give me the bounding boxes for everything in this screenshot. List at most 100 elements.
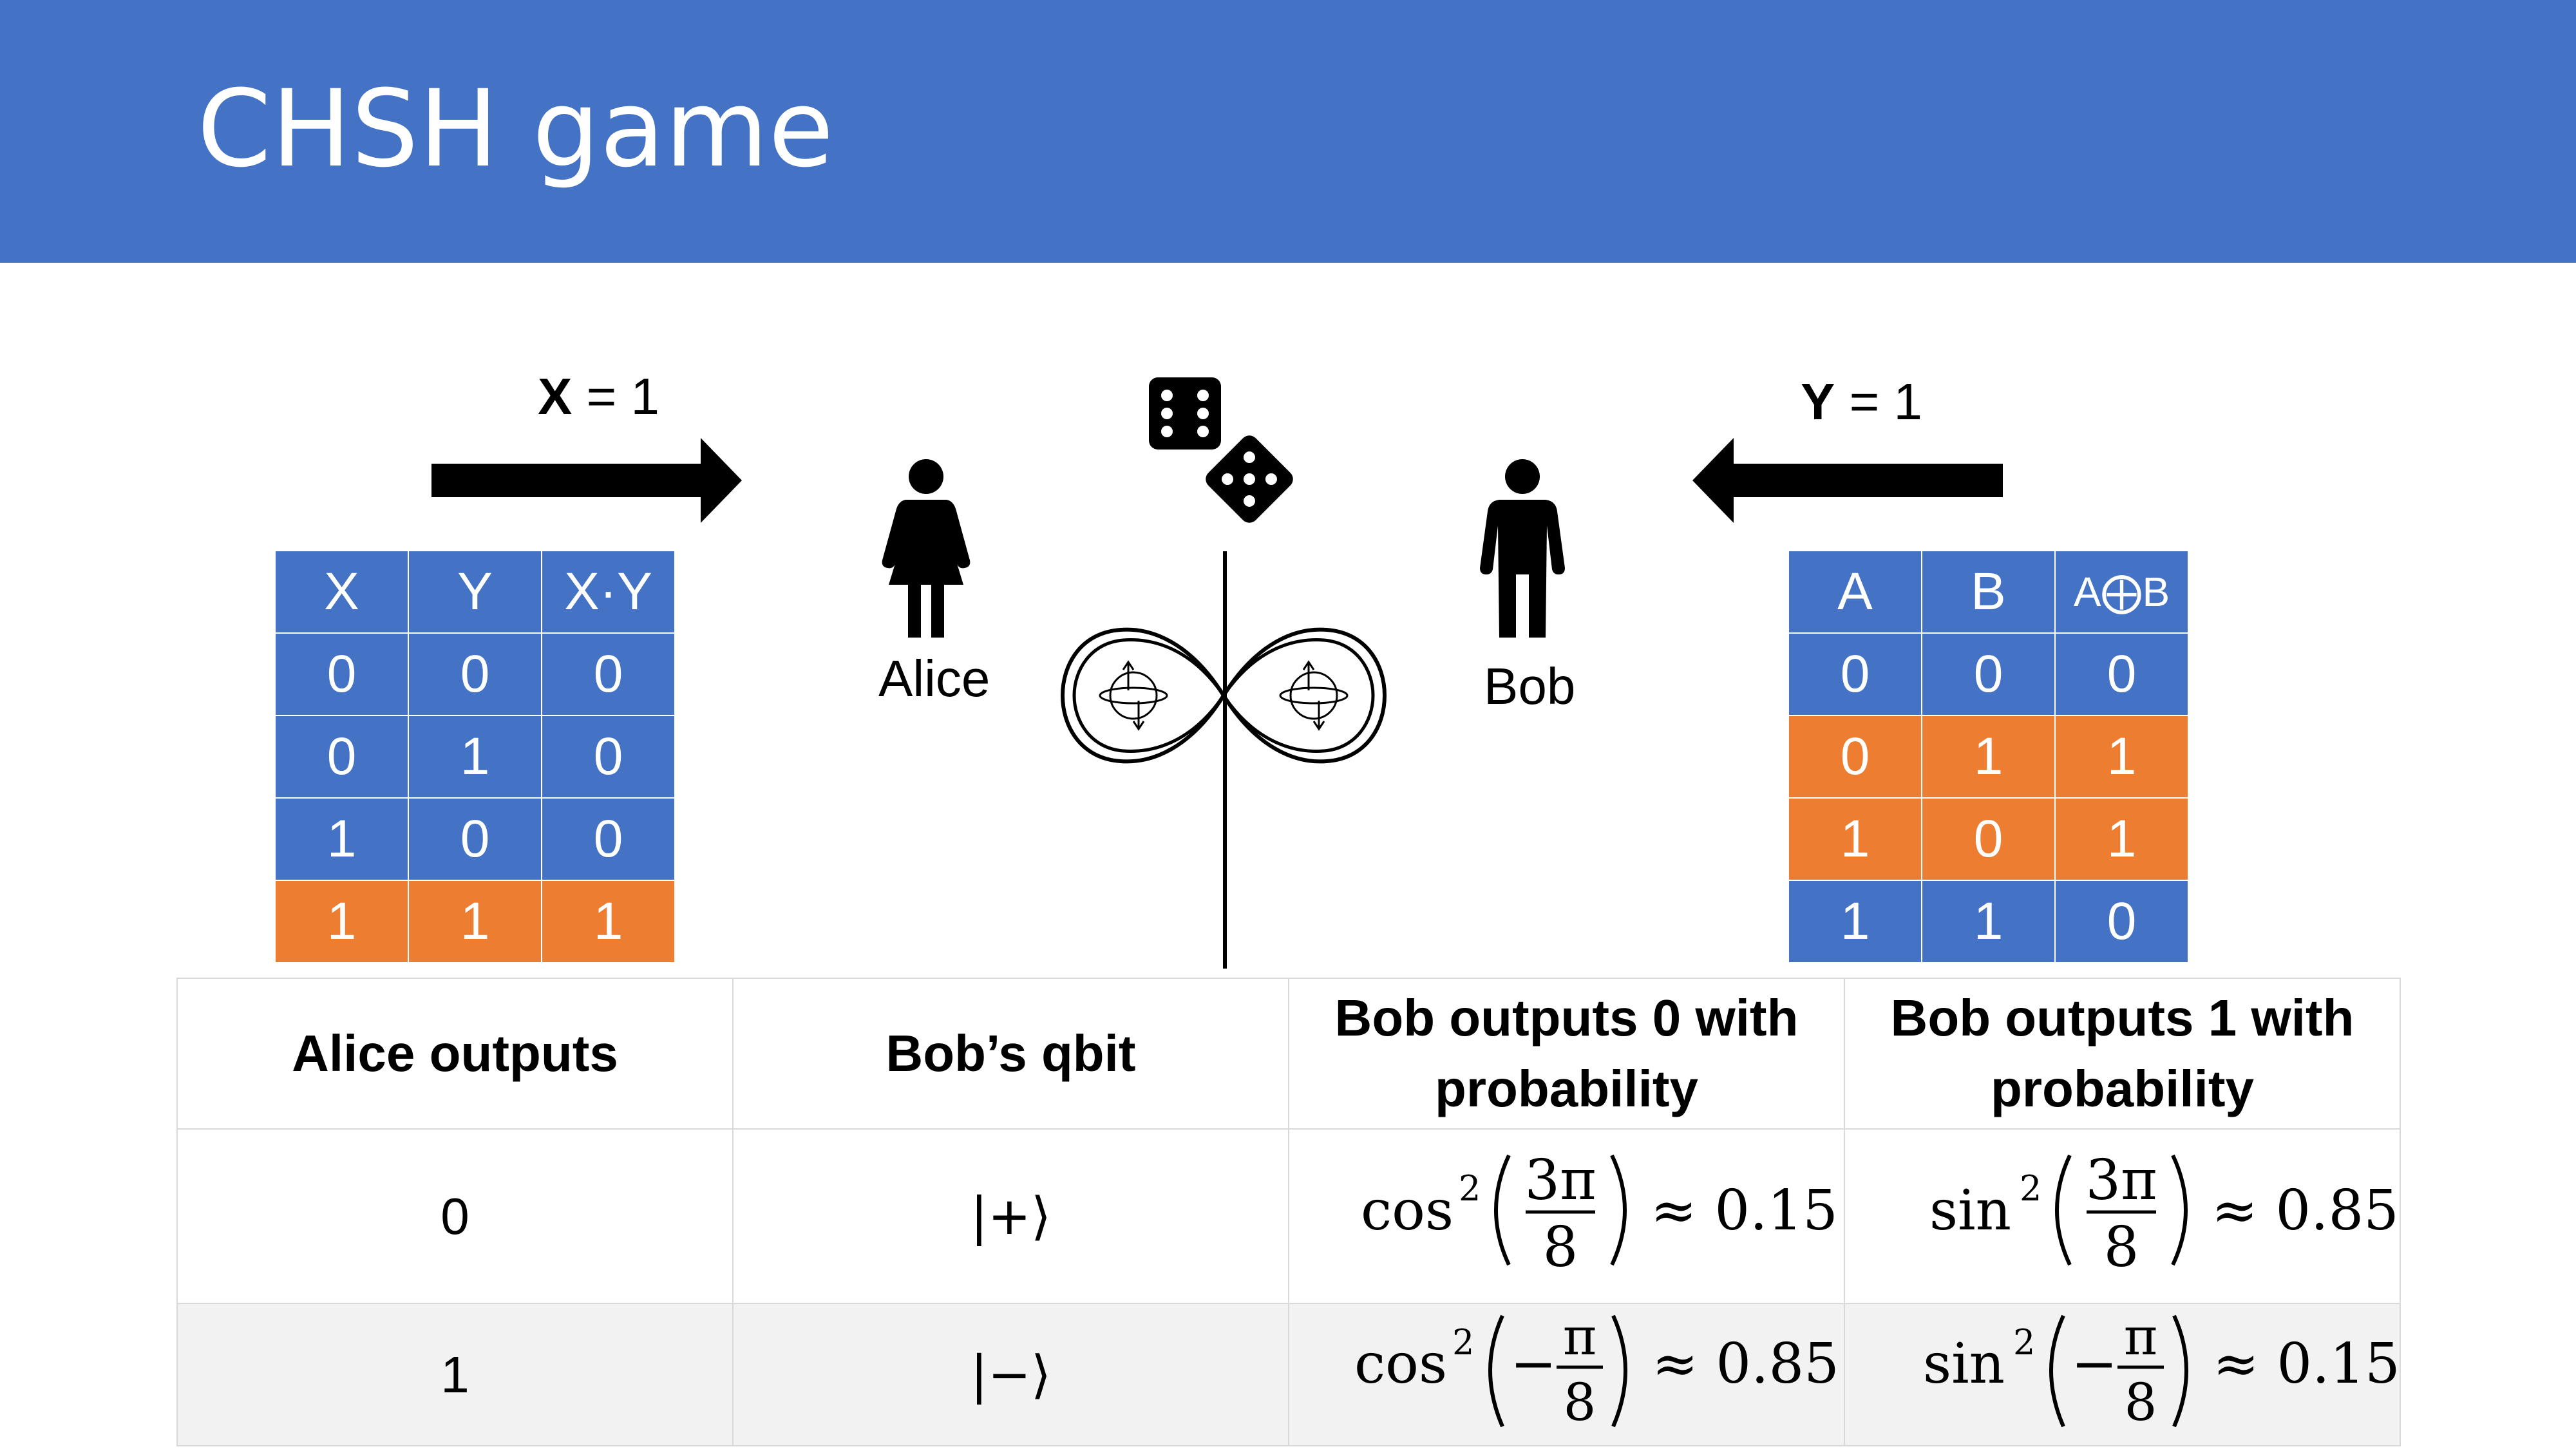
table-row-highlighted: 0 1 1 (1788, 715, 2189, 799)
formula-cos-neg-pi-8: cos 2 − π 8 ≈ 0.85 (1354, 1307, 1839, 1432)
svg-text:≈ 0.85: ≈ 0.85 (2211, 1179, 2399, 1243)
bob-label: Bob (1484, 658, 1576, 715)
qbit-state-cell: |−⟩ (732, 1303, 1289, 1446)
formula-sin-3pi-8: sin 2 3π 8 ≈ 0.85 (1929, 1148, 2399, 1280)
header-bobs-qbit: Bob’s qbit (732, 978, 1289, 1130)
table-row: 0 0 0 (274, 632, 676, 716)
alice-output-cell: 0 (176, 1128, 734, 1304)
slide-title: CHSH game (197, 67, 834, 191)
table-cell: 1 (1921, 715, 2056, 799)
probability-1-cell: sin 2 3π 8 ≈ 0.85 (1844, 1128, 2401, 1304)
woman-icon (882, 459, 971, 638)
table-row: 0 |+⟩ cos 2 3π 8 ≈ 0.15 sin 2 3π 8 (176, 1128, 2401, 1304)
probability-table: Alice outputs Bob’s qbit Bob outputs 0 w… (176, 978, 2401, 1446)
table-cell: 1 (1788, 797, 1922, 881)
table-header-row: X Y X·Y (274, 550, 676, 634)
svg-text:8: 8 (1563, 1372, 1596, 1432)
x-value: = 1 (586, 368, 660, 425)
table-cell: 0 (274, 715, 409, 799)
probability-0-cell: cos 2 − π 8 ≈ 0.85 (1288, 1303, 1845, 1446)
arrow-left-icon (1692, 438, 2003, 523)
table-cell: 0 (2054, 632, 2189, 716)
svg-text:cos: cos (1361, 1179, 1454, 1243)
svg-text:≈ 0.85: ≈ 0.85 (1652, 1332, 1839, 1396)
alice-label: Alice (878, 650, 990, 707)
x-input-label: X = 1 (538, 371, 659, 422)
formula-sin-neg-pi-8: sin 2 − π 8 ≈ 0.15 (1923, 1307, 2400, 1432)
table-row-highlighted: 1 0 1 (1788, 797, 2189, 881)
table-cell: 1 (2054, 797, 2189, 881)
x-variable: X (538, 368, 573, 425)
dice-icon (1149, 377, 1293, 523)
header-b: B (1921, 550, 2056, 634)
y-input-label: Y = 1 (1801, 376, 1922, 428)
svg-text:−: − (1510, 1332, 1557, 1396)
table-row: 1 0 0 (274, 797, 676, 881)
table-cell: 0 (1921, 632, 2056, 716)
table-header-row: A B A⨁B (1788, 550, 2189, 634)
table-cell: 0 (274, 632, 409, 716)
svg-text:≈ 0.15: ≈ 0.15 (1651, 1179, 1838, 1243)
qbit-state-cell: |+⟩ (732, 1128, 1289, 1304)
header-bob-outputs-1: Bob outputs 1 with probability (1844, 978, 2401, 1130)
header-alice-outputs: Alice outputs (176, 978, 734, 1130)
y-value: = 1 (1849, 373, 1923, 430)
header-xy: X·Y (541, 550, 676, 634)
xy-truth-table: X Y X·Y 0 0 0 0 1 0 1 0 0 1 1 1 (274, 550, 676, 963)
formula-cos-3pi-8: cos 2 3π 8 ≈ 0.15 (1361, 1148, 1838, 1280)
table-row: 0 1 0 (274, 715, 676, 799)
svg-text:2: 2 (1452, 1322, 1474, 1363)
header-bob-outputs-0: Bob outputs 0 with probability (1288, 978, 1845, 1130)
ab-truth-table: A B A⨁B 0 0 0 0 1 1 1 0 1 1 1 0 (1788, 550, 2189, 963)
header-x: X (274, 550, 409, 634)
svg-text:π: π (2123, 1307, 2157, 1367)
table-cell: 1 (1788, 880, 1922, 963)
man-icon (1480, 459, 1565, 638)
table-row: 1 |−⟩ cos 2 − π 8 ≈ 0.85 sin 2 − π (176, 1303, 2401, 1446)
svg-text:≈ 0.15: ≈ 0.15 (2213, 1332, 2400, 1396)
table-cell: 0 (1788, 715, 1922, 799)
table-cell: 0 (541, 797, 676, 881)
header-text: Bob outputs 0 with probability (1334, 989, 1799, 1117)
table-cell: 1 (408, 715, 542, 799)
table-cell: 0 (541, 715, 676, 799)
svg-text:8: 8 (1542, 1215, 1578, 1280)
svg-text:cos: cos (1354, 1332, 1447, 1396)
svg-text:2: 2 (2013, 1322, 2035, 1363)
table-cell: 0 (2054, 880, 2189, 963)
table-cell: 1 (2054, 715, 2189, 799)
table-cell: 0 (1788, 632, 1922, 716)
svg-text:2: 2 (2020, 1168, 2041, 1209)
header-text: Bob outputs 1 with probability (1890, 989, 2354, 1117)
svg-text:−: − (2071, 1332, 2117, 1396)
divider-line (1223, 551, 1227, 969)
table-cell: 1 (274, 880, 409, 963)
header-y: Y (408, 550, 542, 634)
alice-output-cell: 1 (176, 1303, 734, 1446)
svg-text:π: π (1562, 1307, 1596, 1367)
table-row: 1 1 0 (1788, 880, 2189, 963)
probability-1-cell: sin 2 − π 8 ≈ 0.15 (1844, 1303, 2401, 1446)
svg-text:8: 8 (2124, 1372, 2157, 1432)
table-row: 0 0 0 (1788, 632, 2189, 716)
table-cell: 0 (1921, 797, 2056, 881)
svg-text:2: 2 (1459, 1168, 1481, 1209)
arrow-right-icon (431, 438, 742, 523)
table-cell: 0 (541, 632, 676, 716)
header-a: A (1788, 550, 1922, 634)
table-cell: 0 (408, 797, 542, 881)
svg-text:sin: sin (1923, 1332, 2005, 1396)
title-bar: CHSH game (0, 0, 2576, 263)
table-cell: 0 (408, 632, 542, 716)
table-header-row: Alice outputs Bob’s qbit Bob outputs 0 w… (176, 978, 2401, 1130)
y-variable: Y (1801, 373, 1835, 430)
table-cell: 1 (541, 880, 676, 963)
table-row-highlighted: 1 1 1 (274, 880, 676, 963)
svg-text:3π: 3π (2085, 1148, 2157, 1213)
table-cell: 1 (408, 880, 542, 963)
header-a-xor-b: A⨁B (2054, 550, 2189, 634)
table-cell: 1 (1921, 880, 2056, 963)
entanglement-icon (1060, 627, 1387, 764)
svg-text:8: 8 (2103, 1215, 2139, 1280)
table-cell: 1 (274, 797, 409, 881)
